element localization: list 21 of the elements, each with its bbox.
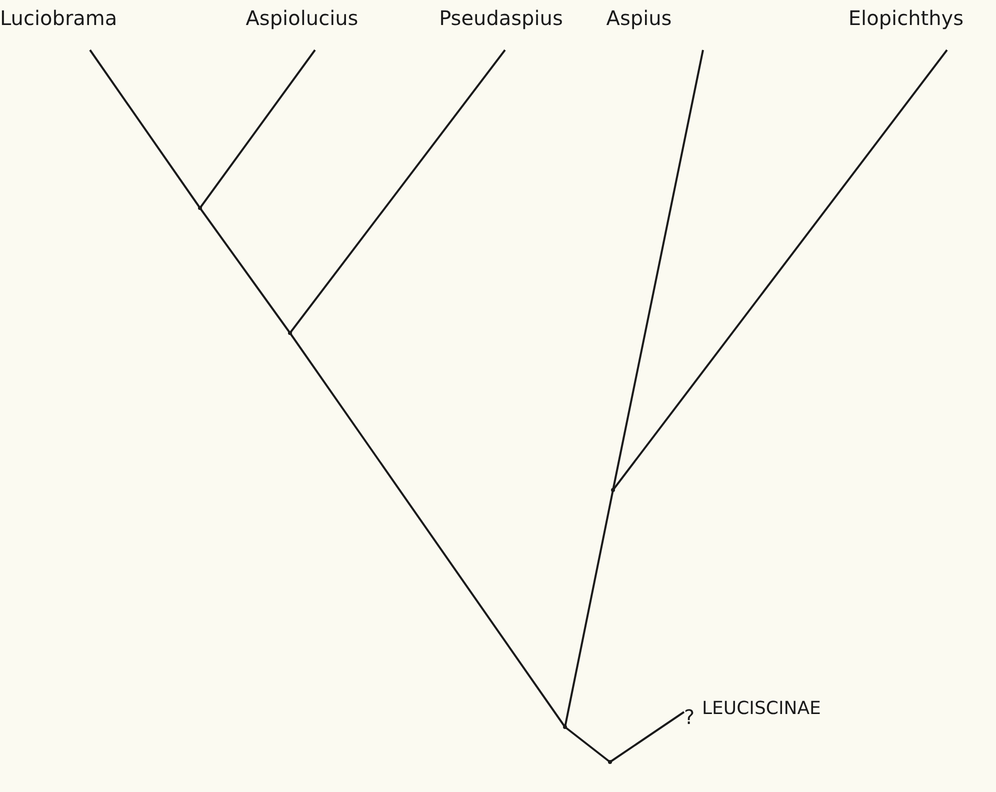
taxon-label: Aspiolucius xyxy=(232,6,372,50)
tree-branch xyxy=(612,49,948,491)
branch-point xyxy=(563,725,567,729)
tree-branch xyxy=(609,711,685,763)
taxon-label: Pseudaspius xyxy=(428,6,574,50)
tree-branch xyxy=(564,726,611,763)
branch-point xyxy=(198,206,202,210)
tree-branch xyxy=(289,49,506,334)
branch-point xyxy=(611,488,615,492)
tree-branch xyxy=(89,49,201,209)
tree-branch xyxy=(289,332,566,728)
taxon-label: Aspius xyxy=(594,6,684,50)
taxon-label: LEUCISCINAE xyxy=(702,698,821,720)
tree-branch xyxy=(564,490,614,728)
tree-branch xyxy=(199,207,291,334)
branch-point xyxy=(608,760,612,764)
tree-branch xyxy=(199,49,316,209)
branch-point xyxy=(288,331,292,335)
tree-branch xyxy=(612,50,704,490)
taxon-label: Elopichthys xyxy=(816,6,996,50)
question-mark: ? xyxy=(684,706,695,728)
